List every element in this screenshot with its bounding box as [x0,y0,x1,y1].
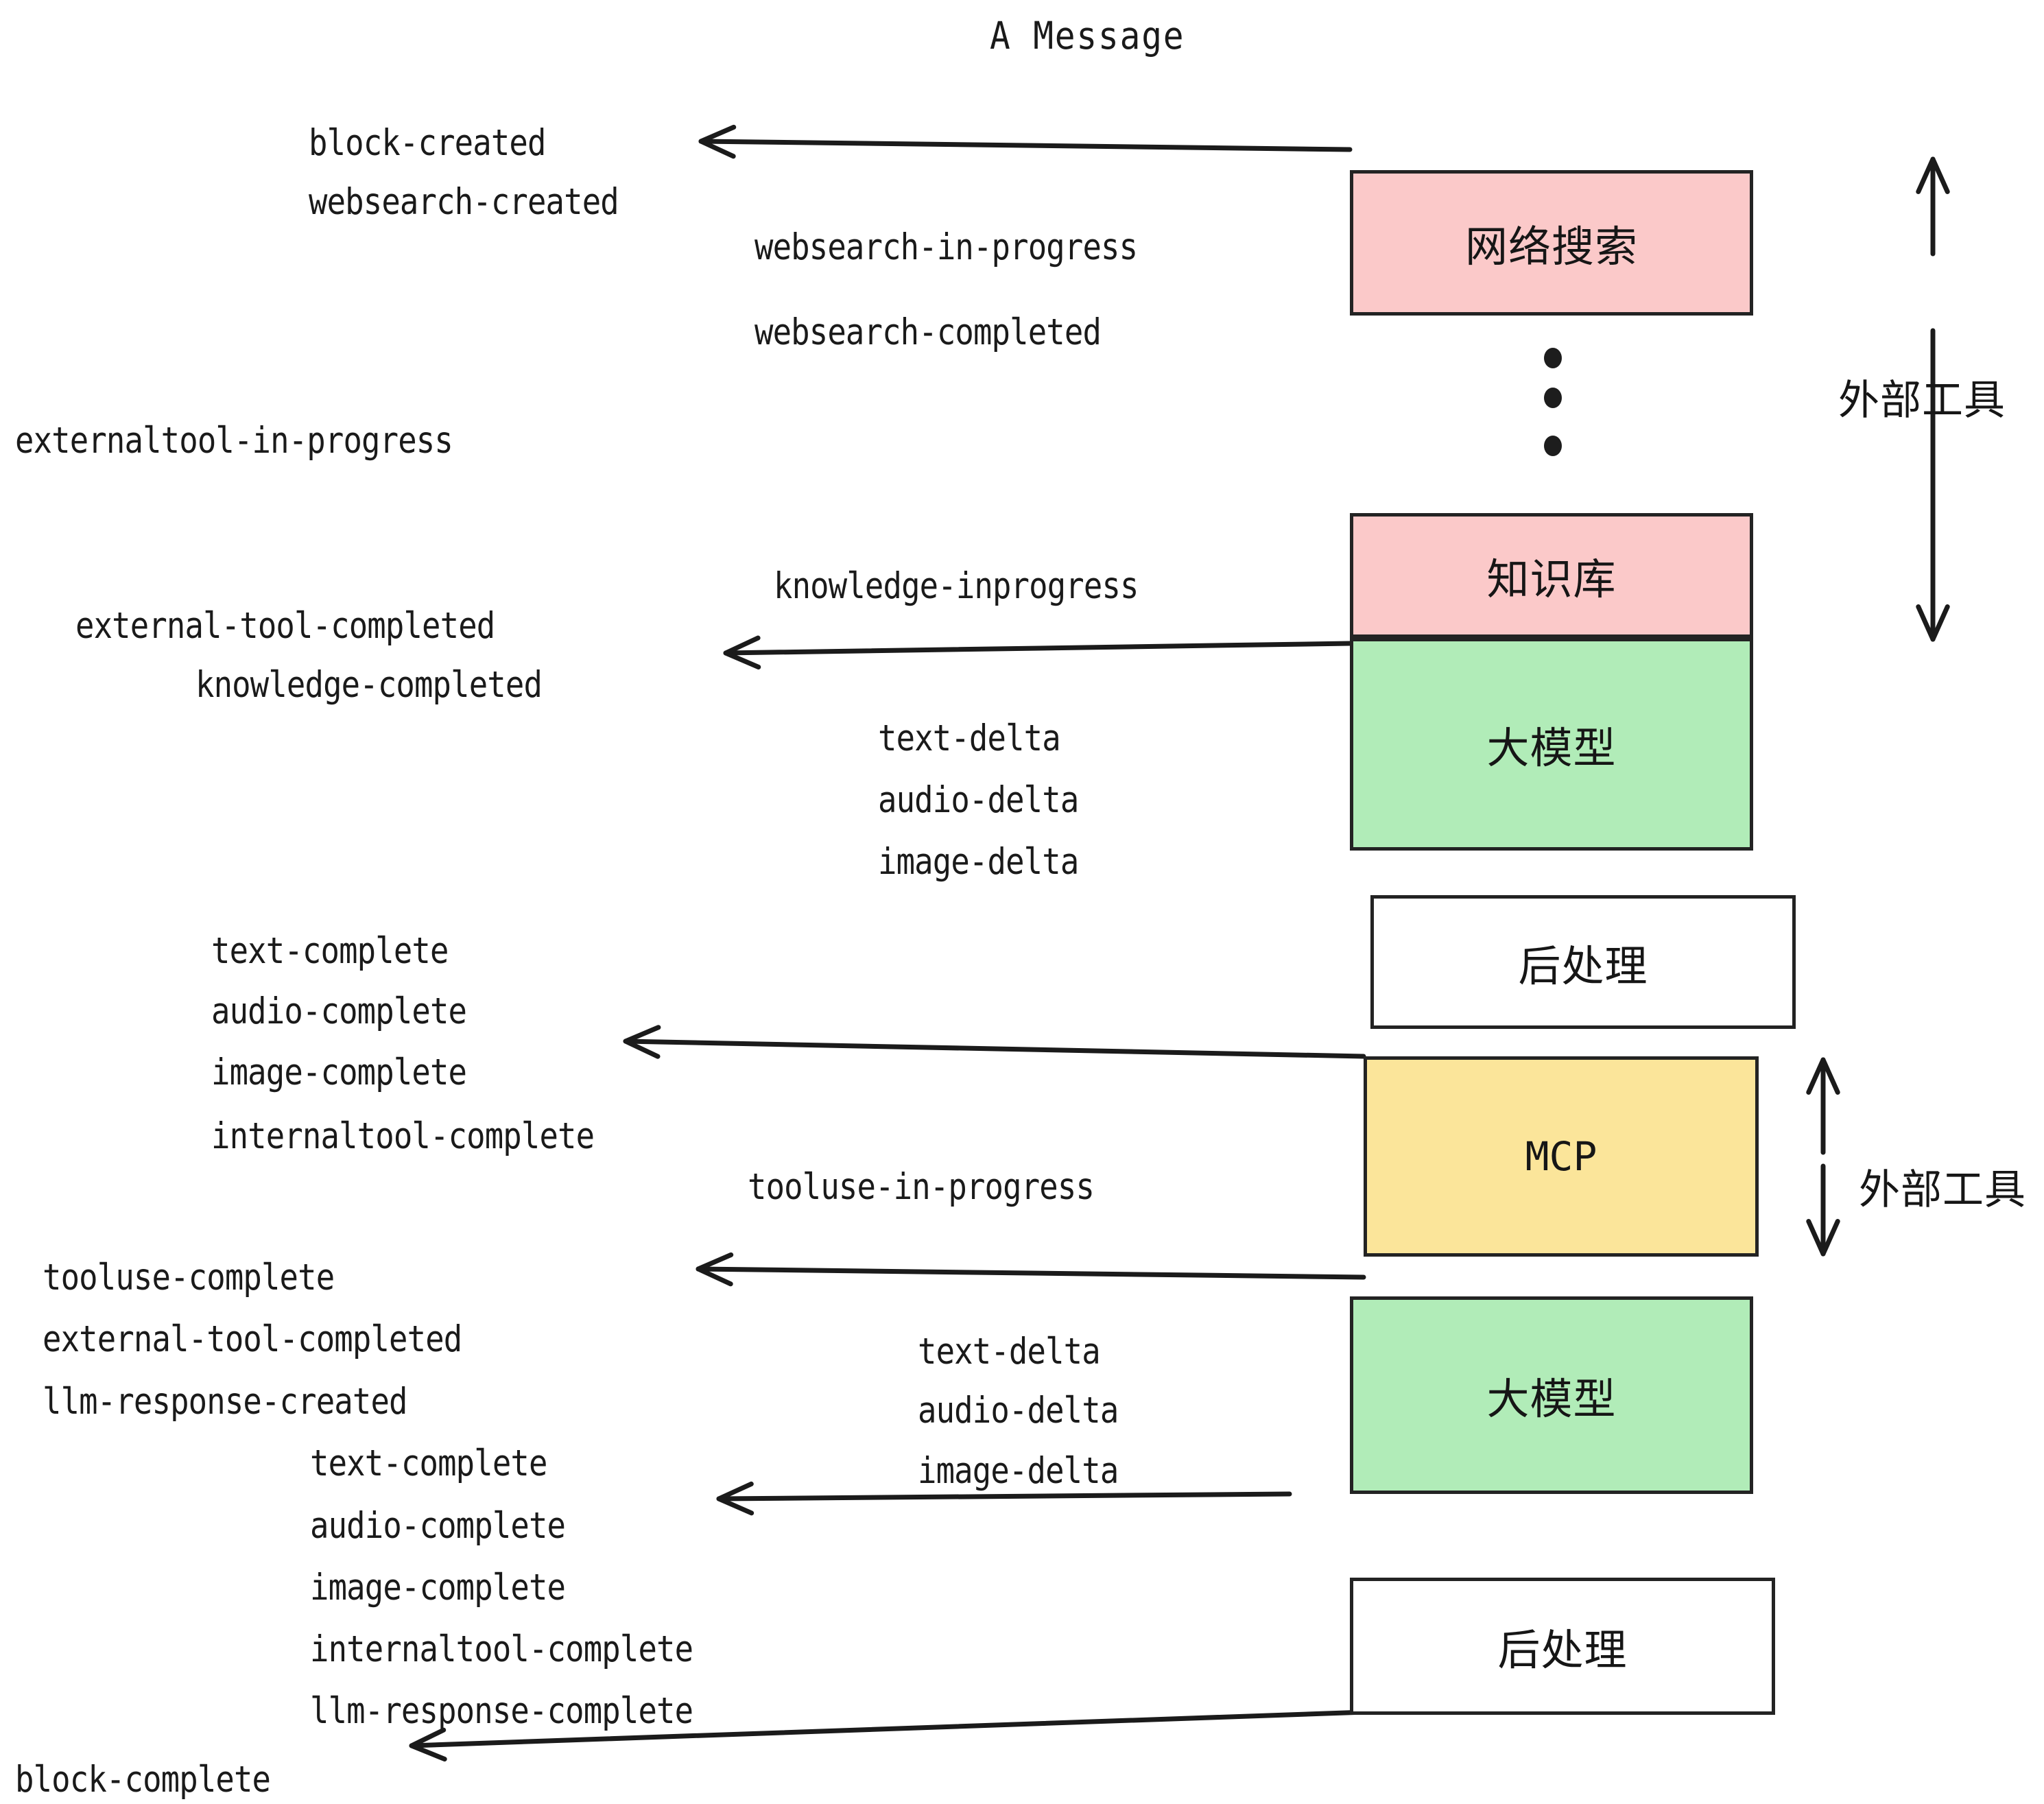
event-label-websearch-created: websearch-created [309,181,619,223]
node-box-label: 大模型 [1486,1374,1617,1424]
event-label-audio-delta-1: audio-delta [878,779,1079,821]
node-box-label: 大模型 [1486,723,1617,773]
event-label-image-delta-2: image-delta [918,1450,1119,1492]
event-label-llm-response-complete: llm-response-complete [310,1690,693,1732]
event-label-internaltool-complete-2: internaltool-complete [310,1628,693,1670]
event-label-image-complete-1: image-complete [211,1052,467,1093]
node-box-llm-lower: 大模型 [1350,1296,1753,1494]
event-label-text-complete-1: text-complete [211,930,449,972]
event-label-external-tool-completed-2: external-tool-completed [43,1318,462,1360]
arrow-head [696,1252,734,1287]
arrow-shaft [698,139,1353,152]
event-label-text-complete-2: text-complete [310,1443,547,1484]
external-tool-label: 外部工具 [1838,377,2006,425]
node-box-label: 网络搜索 [1464,222,1638,272]
arrow-head [698,124,737,159]
event-label-externaltool-in-progress: externaltool-in-progress [15,420,453,462]
node-box-knowledge: 知识库 [1350,513,1753,638]
event-label-tooluse-complete: tooluse-complete [43,1257,335,1298]
arrow-head [409,1727,447,1762]
ellipsis-dot-icon [1544,348,1562,368]
event-label-knowledge-completed: knowledge-completed [195,664,543,706]
event-label-internaltool-complete-1: internaltool-complete [211,1115,595,1157]
event-label-websearch-in-progress: websearch-in-progress [754,226,1138,268]
arrow-arrow-tooluse-done [696,1252,1366,1287]
node-box-mcp: MCP [1364,1056,1759,1257]
arrow-arrow-image-complete [623,1025,1366,1059]
arrow-shaft [723,641,1353,656]
double-arrow-ext-arrow-bottom [1806,1057,1840,1257]
node-box-websearch: 网络搜索 [1350,170,1753,316]
event-label-image-delta-1: image-delta [878,841,1079,883]
arrow-head [1916,156,1950,194]
node-box-postprocess-upper: 后处理 [1370,895,1796,1029]
arrow-head [716,1481,754,1516]
ellipsis-dot-icon [1544,436,1562,456]
node-box-postprocess-lower: 后处理 [1350,1578,1775,1715]
event-label-audio-complete-1: audio-complete [211,990,467,1032]
event-label-audio-complete-2: audio-complete [310,1505,566,1547]
event-label-block-created: block-created [309,122,546,164]
ellipsis-dot-icon [1544,388,1562,408]
arrow-head [723,635,761,669]
arrow-arrow-knowledge-done [723,635,1353,669]
arrow-head [1916,604,1950,642]
event-label-audio-delta-2: audio-delta [918,1390,1119,1432]
event-label-block-complete: block-complete [15,1759,271,1801]
arrow-head [1806,1219,1840,1257]
event-label-text-delta-2: text-delta [918,1331,1101,1373]
event-label-external-tool-completed-1: external-tool-completed [75,605,495,647]
event-label-knowledge-inprogress: knowledge-inprogress [774,565,1139,607]
arrow-shaft [696,1266,1366,1280]
arrow-arrow-block-created [698,124,1353,159]
event-label-image-complete-2: image-complete [310,1567,566,1609]
node-box-llm-upper: 大模型 [1350,638,1753,851]
arrow-head [623,1025,661,1059]
event-label-text-delta-1: text-delta [878,717,1061,759]
event-label-websearch-completed: websearch-completed [754,311,1102,353]
external-tool-label: 外部工具 [1859,1166,2026,1214]
arrow-head [1806,1057,1840,1095]
arrow-shaft [623,1039,1366,1059]
node-box-label: 后处理 [1497,1625,1628,1675]
node-box-label: 后处理 [1518,940,1648,991]
arrow-shaft [716,1491,1292,1502]
event-label-tooluse-in-progress: tooluse-in-progress [748,1166,1095,1208]
node-box-label: 知识库 [1486,554,1617,604]
node-box-label: MCP [1525,1133,1597,1180]
event-label-llm-response-created: llm-response-created [43,1381,408,1423]
page-title: A Message [990,14,1185,58]
